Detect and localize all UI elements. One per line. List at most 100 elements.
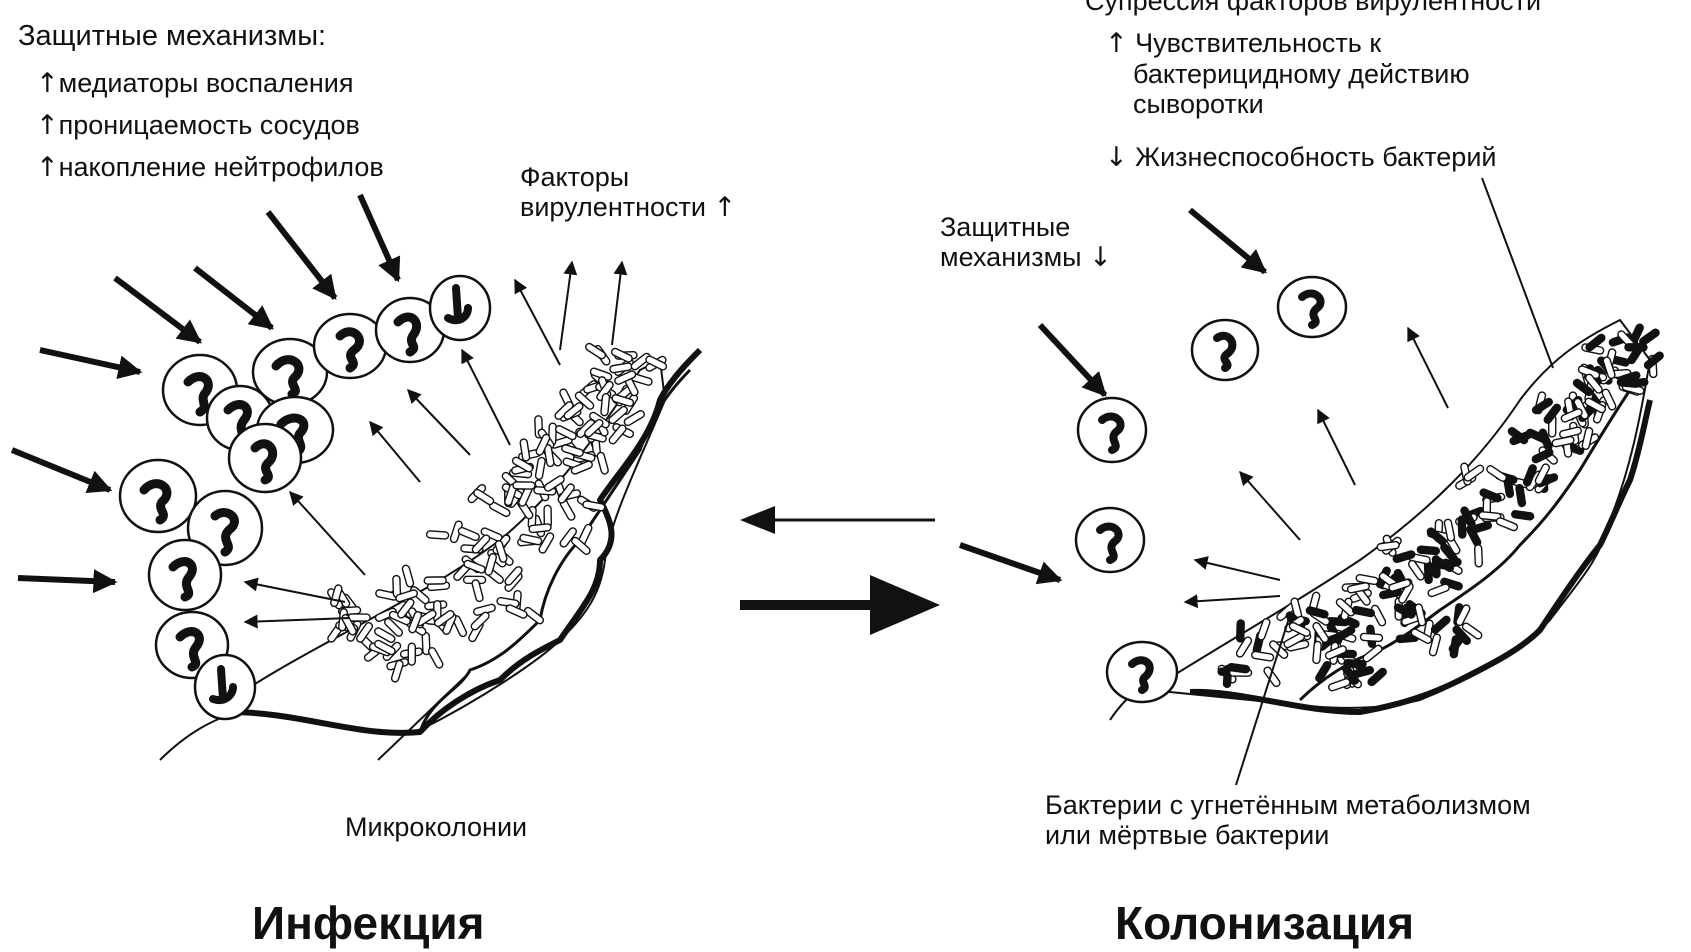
signal-arrow (1240, 472, 1300, 540)
influx-arrow (195, 268, 272, 328)
influx-arrow (960, 545, 1060, 580)
bacterium (457, 527, 480, 542)
influx-arrow (40, 350, 140, 372)
neutrophil (120, 460, 196, 532)
up-arrow-icon: ↑ (713, 192, 736, 223)
bacterium (1417, 546, 1440, 555)
effect-label: накопление нейтрофилов (59, 152, 384, 182)
infection-bacteria-cluster (326, 342, 667, 683)
bacterium (1511, 510, 1534, 520)
signal-arrow (462, 350, 510, 445)
colonization-caption: Колонизация (1115, 898, 1414, 950)
bacterium (513, 482, 535, 489)
virulence-factors-label: Факторы вирулентности ↑ (520, 162, 736, 223)
bacterium (1424, 561, 1432, 583)
bacterium (601, 393, 610, 416)
up-arrow-icon: ↑ (36, 68, 59, 99)
bacterium (408, 643, 415, 665)
bacterium (1377, 541, 1400, 551)
inhibited-bacteria-label: Бактерии с угнетённым метаболизмом или м… (1045, 790, 1531, 850)
inhibited-line-2: или мёртвые бактерии (1045, 820, 1531, 850)
up-arrow-icon: ↑ (36, 152, 59, 183)
bacterium (1495, 517, 1518, 532)
infection-defense-title: Защитные механизмы: (18, 20, 326, 52)
down-arrow-icon: ↓ (1105, 142, 1128, 173)
bacterium (348, 614, 370, 621)
neutrophil (1076, 508, 1144, 572)
bacterium (1475, 545, 1483, 567)
signal-arrow (560, 262, 572, 350)
down-arrow-icon: ↓ (1089, 242, 1112, 273)
infection-effect-3: ↑накопление нейтрофилов (36, 152, 384, 183)
signal-arrow (1408, 328, 1448, 408)
effect-label: проницаемость сосудов (59, 110, 360, 140)
sensitivity-line-3: сыворотки (1105, 89, 1470, 119)
neutrophil (1078, 398, 1146, 462)
up-arrow-icon: ↑ (36, 110, 59, 141)
influx-arrow (268, 212, 335, 298)
sensitivity-line-2: бактерицидному действию (1105, 59, 1470, 89)
neutrophil (149, 540, 221, 610)
influx-arrow (115, 278, 200, 342)
influx-arrow (18, 578, 115, 582)
signal-arrow (612, 262, 622, 345)
neutrophil (1107, 642, 1177, 702)
effect-label: медиаторы воспаления (59, 68, 354, 98)
infection-effect-1: ↑медиаторы воспаления (36, 68, 353, 99)
signal-arrow (515, 280, 560, 365)
bacterium (424, 577, 446, 584)
up-arrow-icon: ↑ (1105, 28, 1128, 59)
influx-arrow (12, 450, 110, 490)
viability-pointer (1482, 178, 1553, 368)
arrow-to-infection-head (740, 506, 775, 534)
bacterium (1237, 620, 1245, 642)
signal-arrow (370, 422, 420, 482)
bacterium (1328, 678, 1351, 692)
inhibited-line-1: Бактерии с угнетённым метаболизмом (1045, 790, 1531, 820)
signal-arrow (1195, 560, 1280, 580)
neutrophil (229, 424, 301, 492)
signal-arrow (290, 492, 365, 575)
serum-sensitivity-label: ↑ Чувствительность к бактерицидному дейс… (1105, 28, 1470, 120)
signal-arrow (245, 618, 350, 622)
bacterium (427, 646, 444, 669)
bacterium (1415, 603, 1427, 626)
neutrophil (1192, 320, 1258, 380)
bacterium (1427, 583, 1450, 597)
neutrophil (314, 314, 386, 378)
bacterium (596, 452, 609, 475)
colonization-defense-label: Защитные механизмы ↓ (940, 212, 1112, 273)
influx-arrow (360, 195, 398, 280)
bacterium (1313, 641, 1322, 663)
virulence-line-1: Факторы (520, 162, 736, 192)
virulence-suppression-title: Супрессия факторов вирулентности (1085, 0, 1541, 16)
bacterium (1360, 633, 1382, 641)
bacterium (535, 457, 546, 480)
bacterium (1582, 427, 1594, 450)
sensitivity-line-1: ↑ Чувствительность к (1105, 28, 1470, 59)
bacterium (529, 524, 552, 533)
signal-arrow (408, 390, 470, 455)
bacterium (402, 565, 415, 588)
colonization-tissue (1110, 320, 1650, 720)
defense-line-2: механизмы ↓ (940, 242, 1112, 273)
defense-line-1: Защитные (940, 212, 1112, 242)
neutrophil (195, 655, 255, 719)
microcolonies-label: Микроколонии (345, 812, 527, 842)
transition-arrows (740, 506, 940, 635)
infection-caption: Инфекция (252, 898, 485, 950)
virulence-line-2: вирулентности ↑ (520, 192, 736, 223)
bacterium (426, 531, 448, 539)
influx-arrow (1190, 210, 1265, 272)
neutrophil (430, 276, 490, 340)
influx-arrow (1040, 325, 1105, 395)
arrow-to-colonization-head (870, 575, 940, 635)
bacterium (610, 347, 633, 363)
bacterium (1251, 651, 1274, 661)
infection-effect-2: ↑проницаемость сосудов (36, 110, 360, 141)
bacterial-viability-label: ↓ Жизнеспособность бактерий (1105, 142, 1496, 173)
microcolonies-pointer (378, 672, 470, 760)
bacterium (1458, 516, 1466, 538)
bacterium (1257, 618, 1271, 641)
bacterium (1450, 635, 1460, 658)
